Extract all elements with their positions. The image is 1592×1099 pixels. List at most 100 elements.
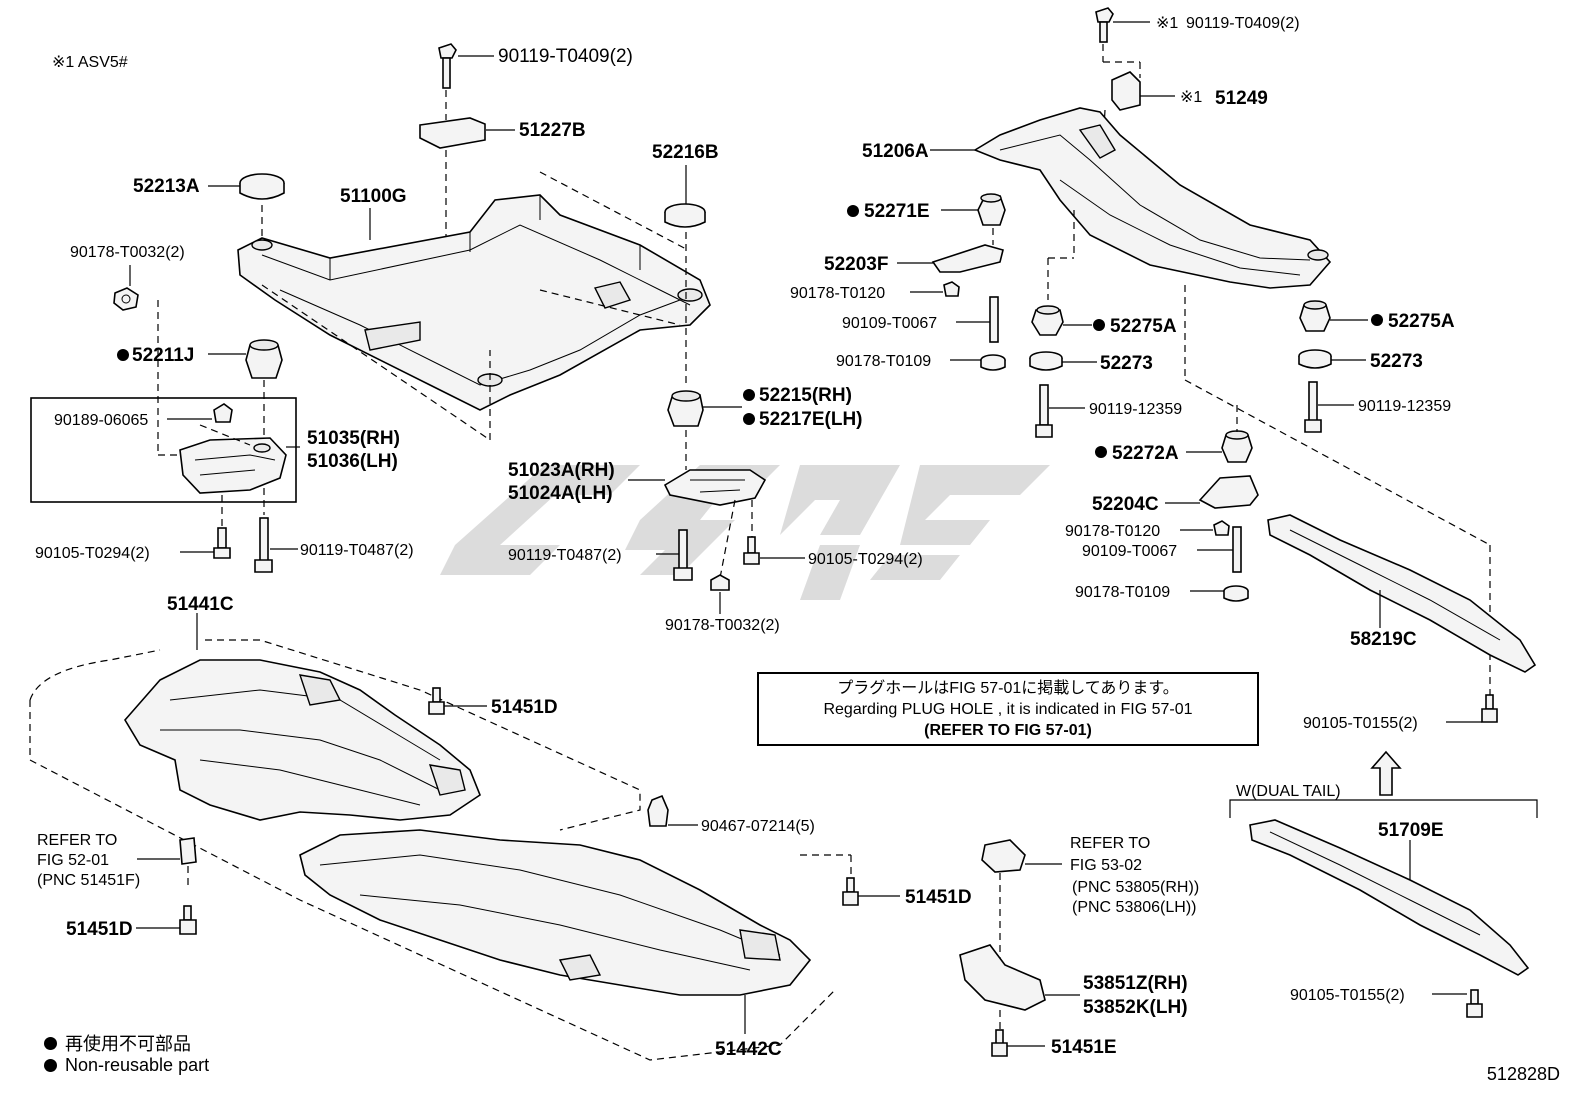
label-52275A-mid: 52275A <box>1110 316 1177 337</box>
label-52204C: 52204C <box>1092 494 1159 515</box>
label-refer-fig53-line2: FIG 53-02 <box>1070 857 1142 874</box>
stud-90109-T0067-a <box>989 296 999 343</box>
bolt-51451E <box>991 1029 1008 1057</box>
engine-under-cover-51442C <box>299 829 812 996</box>
bracket-52203F <box>931 244 1004 273</box>
label-52275A-right: 52275A <box>1388 311 1455 332</box>
label-90105-T0155-top: 90105-T0155(2) <box>1303 715 1418 732</box>
cushion-52216B <box>664 203 706 228</box>
nut-90178-T0032-mid <box>710 574 730 591</box>
non-reusable-dot-52275A-mid <box>1093 319 1105 331</box>
dual-tail-bracket-line <box>1229 799 1538 818</box>
brace-58219C <box>1267 514 1537 673</box>
label-90119-12359-right: 90119-12359 <box>1358 398 1451 415</box>
bracket-group-box <box>30 397 297 503</box>
non-reusable-dot-52275A-right <box>1371 314 1383 326</box>
label-90119-T0409-top: 90119-T0409(2) <box>498 46 633 67</box>
label-note-mark-51249: ※1 <box>1180 89 1202 106</box>
label-51206A: 51206A <box>862 141 929 162</box>
washer-90178-T0109-b <box>1223 585 1249 602</box>
bolt-51451D-right <box>842 877 859 906</box>
engine-under-cover-51441C <box>124 659 481 821</box>
figure-id: 512828D <box>1486 1064 1560 1084</box>
washer-90178-T0109-a <box>980 354 1006 371</box>
stopper-52272A <box>1221 430 1253 463</box>
label-note-mark-top: ※1 <box>1156 15 1178 32</box>
bracket-51249 <box>1111 71 1141 111</box>
nut-90178-T0032-left <box>113 287 139 311</box>
label-90105-T0294-mid: 90105-T0294(2) <box>808 551 923 568</box>
label-refer-fig53-line1: REFER TO <box>1070 835 1150 852</box>
stopper-52275A-right <box>1299 300 1331 332</box>
mount-52215 <box>667 390 704 427</box>
bolt-90119-T0487-left <box>254 517 273 573</box>
label-51024A: 51024A(LH) <box>508 483 613 504</box>
clip-51451F <box>179 837 197 865</box>
label-90109-T0067-b: 90109-T0067 <box>1082 543 1177 560</box>
clip-90189-06065 <box>213 403 233 423</box>
label-52271E: 52271E <box>864 201 930 222</box>
label-90178-T0120-b: 90178-T0120 <box>1065 523 1160 540</box>
stopper-52275A-mid <box>1031 305 1064 336</box>
label-52213A: 52213A <box>133 176 200 197</box>
label-52272A: 52272A <box>1112 443 1179 464</box>
bolt-90119-12359-mid <box>1035 384 1053 438</box>
label-52216B: 52216B <box>652 142 719 163</box>
brace-51709E <box>1249 819 1530 976</box>
label-90105-T0294-left: 90105-T0294(2) <box>35 545 150 562</box>
washer-52273-mid <box>1029 351 1063 371</box>
rear-suspension-member-51206A <box>973 107 1332 289</box>
label-51100G: 51100G <box>340 186 407 207</box>
bolt-51451D-left <box>179 905 197 935</box>
label-refer-fig52-line3: (PNC 51451F) <box>37 872 140 889</box>
protector-53851Z <box>959 944 1046 1011</box>
front-suspension-member-51100G <box>237 194 711 411</box>
label-52211J: 52211J <box>132 345 194 366</box>
label-51451E: 51451E <box>1051 1037 1117 1058</box>
up-arrow-icon <box>1370 750 1402 796</box>
bolt-90105-T0294-mid <box>743 536 760 565</box>
legend-item-japanese: 再使用不可部品 <box>44 1030 191 1056</box>
plug-hole-info-box: プラグホールはFIG 57-01に掲載してあります。 Regarding PLU… <box>757 672 1259 746</box>
label-90178-T0032-left: 90178-T0032(2) <box>70 244 185 261</box>
non-reusable-dot-icon <box>44 1036 57 1050</box>
label-refer-fig53-line4: (PNC 53806(LH)) <box>1072 899 1196 916</box>
label-51451D-right: 51451D <box>905 887 972 908</box>
label-51709E: 51709E <box>1378 820 1444 841</box>
non-reusable-dot-52271E <box>847 205 859 217</box>
bolt-90119-T0409-top <box>438 43 457 89</box>
label-90189-06065: 90189-06065 <box>54 412 148 429</box>
non-reusable-dot-52272A <box>1095 446 1107 458</box>
bolt-90105-T0155-top <box>1481 694 1498 723</box>
label-51441C: 51441C <box>167 594 234 615</box>
label-90105-T0155-bottom: 90105-T0155(2) <box>1290 987 1405 1004</box>
label-53852K: 53852K(LH) <box>1083 997 1188 1018</box>
info-line-japanese: プラグホールはFIG 57-01に掲載してあります。 <box>837 679 1179 697</box>
non-reusable-dot-icon <box>44 1059 57 1072</box>
bolt-90105-T0155-bottom <box>1466 989 1483 1018</box>
label-51036: 51036(LH) <box>307 451 398 472</box>
label-refer-fig53-line3: (PNC 53805(RH)) <box>1072 879 1199 896</box>
label-90119-12359-mid: 90119-12359 <box>1089 401 1182 418</box>
bolt-90119-12359-right <box>1304 381 1322 433</box>
bolt-90105-T0294-left <box>213 527 231 559</box>
label-90178-T0109-a: 90178-T0109 <box>836 353 931 370</box>
bracket-53805 <box>981 839 1026 873</box>
label-52215: 52215(RH) <box>759 385 852 406</box>
label-51023A: 51023A(RH) <box>508 460 615 481</box>
label-90119-T0487-left: 90119-T0487(2) <box>300 542 414 559</box>
label-51451D-top: 51451D <box>491 697 558 718</box>
cushion-52271E <box>977 193 1006 226</box>
bolt-90119-T0409-right <box>1095 7 1114 43</box>
label-58219C: 58219C <box>1350 629 1417 650</box>
non-reusable-dot-52215 <box>743 389 755 401</box>
bracket-52204C <box>1198 475 1259 509</box>
label-52217E: 52217E(LH) <box>759 409 863 430</box>
label-52273-mid: 52273 <box>1100 353 1153 374</box>
cushion-52213A <box>239 173 285 200</box>
bracket-51023A <box>663 469 767 506</box>
legend-item-english: Non-reusable part <box>44 1055 209 1076</box>
applicability-note: ※1 ASV5# <box>52 54 128 71</box>
bolt-90119-T0487-mid <box>673 529 693 581</box>
